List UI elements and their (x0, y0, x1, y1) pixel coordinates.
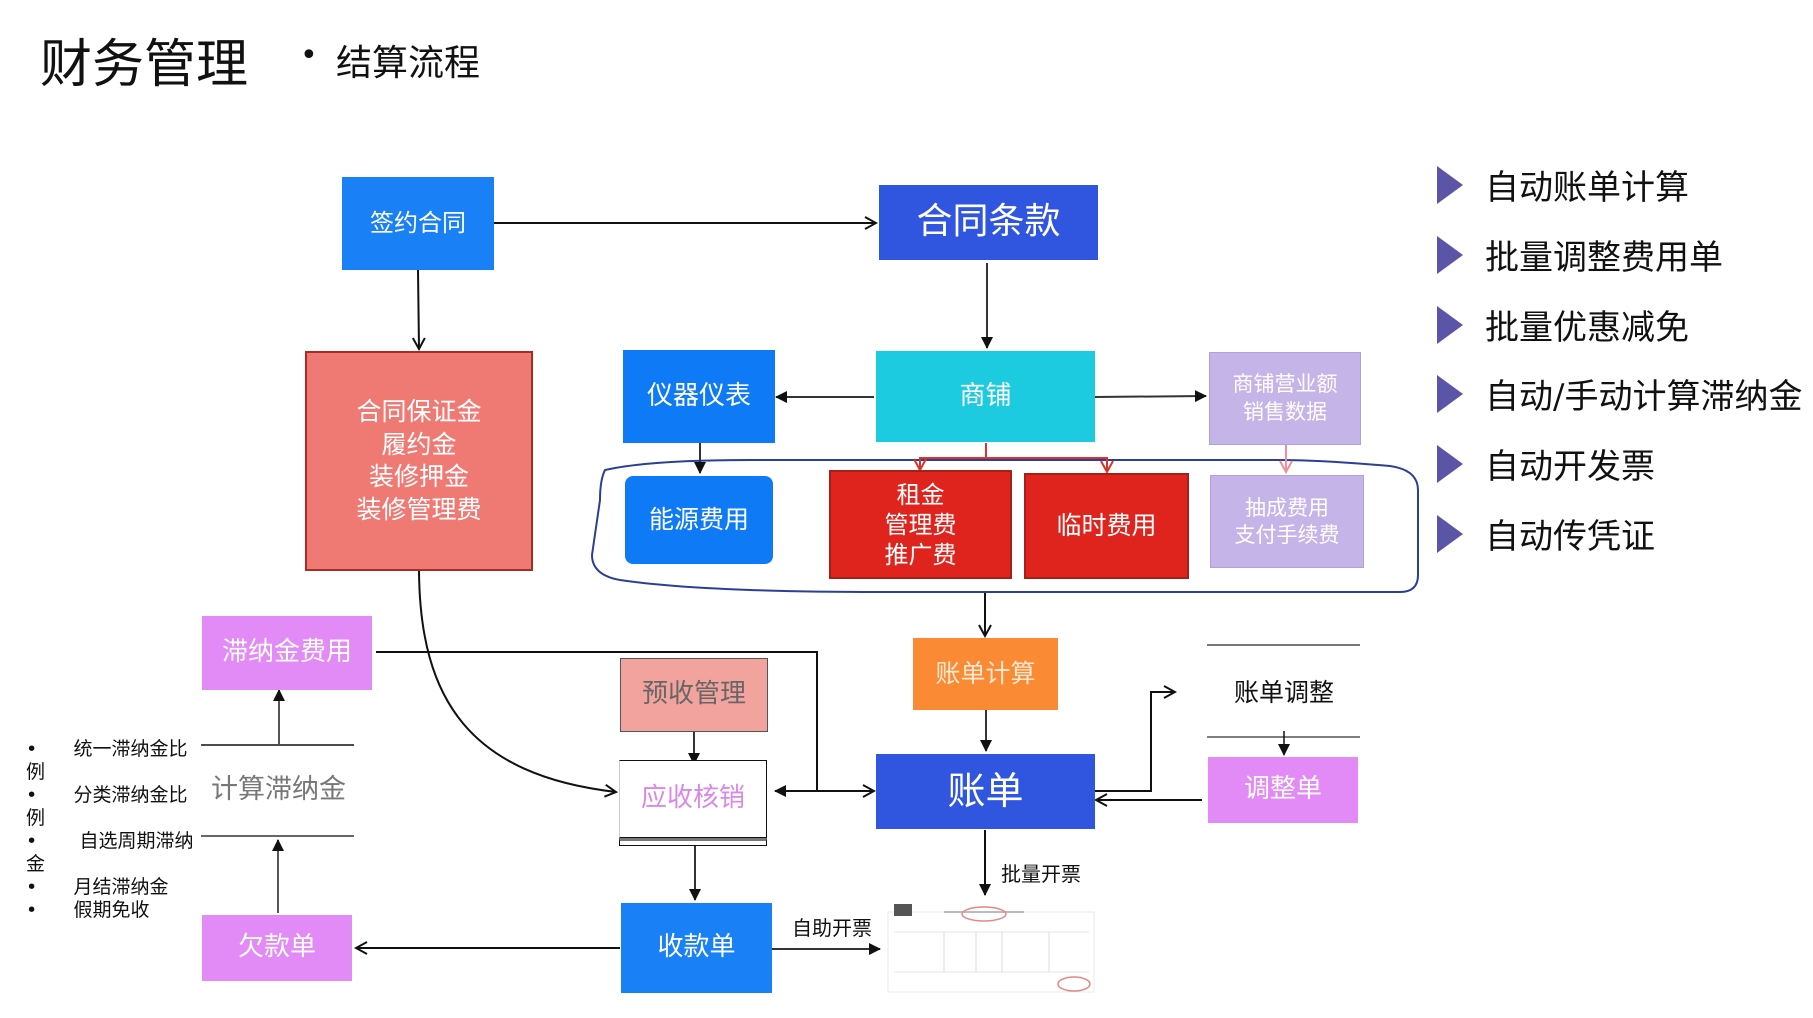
label-self-invoice: 自助开票 (792, 916, 872, 940)
node-receivable[interactable]: 应收核销 (619, 760, 767, 838)
feature-item: 自动账单计算 (1437, 160, 1689, 209)
receivable-base (619, 838, 767, 846)
node-energy-fee[interactable]: 能源费用 (625, 476, 773, 564)
rent-line: 租金 (896, 480, 945, 509)
option-item: • 假期免收 (26, 899, 150, 921)
revenue-line: 商铺营业额 (1232, 372, 1338, 397)
node-late-fee[interactable]: 滞纳金费用 (202, 616, 372, 690)
option-item: • 分类滞纳金比例 (26, 784, 188, 829)
feature-item: 自动传凭证 (1437, 509, 1655, 558)
feature-item: 批量调整费用单 (1437, 230, 1723, 279)
deposit-line: 履约金 (381, 429, 457, 459)
label-batch-invoice: 批量开票 (1001, 862, 1081, 886)
commission-line: 支付手续费 (1234, 522, 1340, 547)
node-sign-contract[interactable]: 签约合同 (342, 177, 494, 270)
node-commission[interactable]: 抽成费用 支付手续费 (1210, 475, 1364, 568)
node-shop-revenue[interactable]: 商铺营业额 销售数据 (1209, 352, 1361, 445)
deposit-line: 装修押金 (368, 462, 469, 491)
rent-line: 管理费 (884, 510, 957, 539)
page-title: 财务管理 (40, 35, 249, 95)
subtitle-bullet: • (300, 38, 318, 73)
option-item: • 月结滞纳金 (26, 876, 169, 898)
node-bill[interactable]: 账单 (876, 754, 1095, 829)
commission-line: 抽成费用 (1245, 496, 1329, 521)
node-calc-late-fee[interactable]: 计算滞纳金 (211, 774, 346, 806)
deposit-line: 合同保证金 (356, 397, 482, 426)
rent-line: 推广费 (884, 540, 957, 569)
triangle-bullet-icon (1437, 165, 1463, 204)
triangle-bullet-icon (1437, 235, 1463, 274)
node-meters[interactable]: 仪器仪表 (623, 350, 775, 443)
node-rent-group[interactable]: 租金 管理费 推广费 (829, 470, 1012, 579)
invoice-icon (887, 904, 1095, 993)
deposit-line: 装修管理费 (356, 494, 482, 524)
node-receipt[interactable]: 收款单 (621, 903, 772, 993)
node-deposits[interactable]: 合同保证金 履约金 装修押金 装修管理费 (305, 351, 533, 571)
node-shop[interactable]: 商铺 (876, 351, 1095, 442)
revenue-line: 销售数据 (1243, 399, 1327, 424)
node-bill-adjust[interactable]: 账单调整 (1233, 677, 1334, 707)
triangle-bullet-icon (1437, 514, 1463, 553)
page-subtitle: 结算流程 (336, 43, 481, 84)
fee-group-outline (590, 459, 1419, 593)
feature-item: 自动/手动计算滞纳金 (1437, 369, 1802, 418)
node-contract-terms[interactable]: 合同条款 (879, 185, 1098, 260)
option-item: • 统一滞纳金比例 (26, 738, 188, 783)
node-adjust-doc[interactable]: 调整单 (1208, 757, 1358, 823)
feature-item: 批量优惠减免 (1437, 300, 1689, 349)
option-item: • 自选周期滞纳金 (26, 830, 194, 875)
node-temp-fee[interactable]: 临时费用 (1024, 473, 1189, 579)
node-prepay[interactable]: 预收管理 (620, 658, 768, 732)
triangle-bullet-icon (1437, 305, 1463, 344)
late-fee-options: • 统一滞纳金比例 • 分类滞纳金比例 • 自选周期滞纳金 • 月结滞纳金 • … (26, 738, 196, 922)
triangle-bullet-icon (1437, 374, 1463, 413)
node-bill-calc[interactable]: 账单计算 (913, 638, 1058, 710)
invoice-image (884, 902, 1096, 994)
triangle-bullet-icon (1437, 444, 1463, 483)
node-arrears[interactable]: 欠款单 (202, 915, 352, 981)
feature-item: 自动开发票 (1437, 439, 1655, 488)
